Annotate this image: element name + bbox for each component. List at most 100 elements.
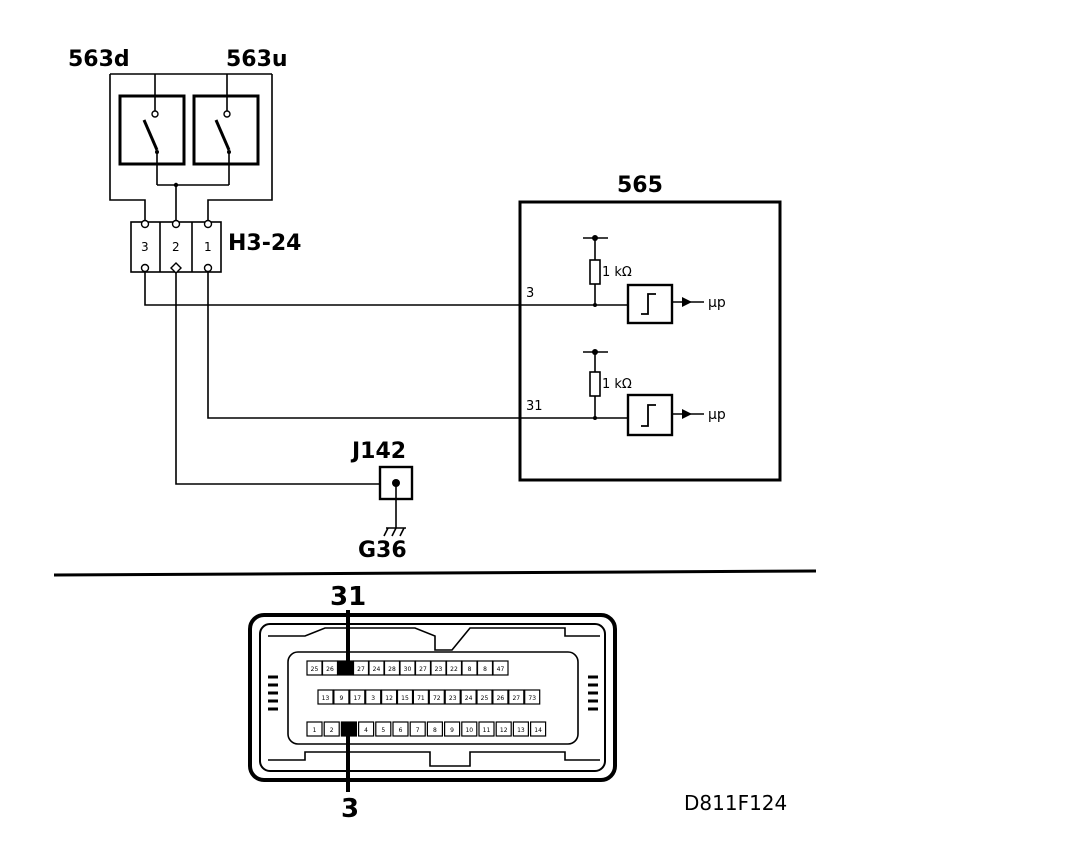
ecu-pin-number: 1 bbox=[313, 727, 317, 734]
switch-563u bbox=[192, 94, 260, 185]
ecu-pin-number: 28 bbox=[388, 666, 396, 673]
resistor-1-label: 1 kΩ bbox=[602, 265, 632, 280]
ecu-pin-number: 15 bbox=[401, 695, 409, 702]
section-divider bbox=[53, 569, 817, 577]
switch-563d bbox=[118, 94, 186, 185]
ecu-pin-number: 17 bbox=[353, 695, 361, 702]
output-1-label: µp bbox=[708, 295, 726, 311]
input-channel-31: 31 1 kΩ µp bbox=[526, 349, 726, 437]
ecu-pin-cavity bbox=[409, 721, 426, 737]
ecu-pin-cavity bbox=[323, 721, 340, 737]
ecu-pin-number: 71 bbox=[417, 695, 425, 702]
ecu-pin-number: 13 bbox=[517, 727, 525, 734]
figure-code: D811F124 bbox=[684, 791, 787, 815]
resistor-2-label: 1 kΩ bbox=[602, 377, 632, 392]
top-callout-31: 31 bbox=[330, 582, 366, 612]
ecu-pin-cavity bbox=[426, 721, 443, 737]
switch-pin3-wire bbox=[109, 74, 146, 222]
switch-pin1-wire bbox=[207, 74, 273, 222]
input-channel-3: 3 1 kΩ µp bbox=[526, 235, 726, 325]
ecu-pin-number: 5 bbox=[381, 727, 385, 734]
wire-pin1-to-565 bbox=[207, 272, 595, 419]
ecu-pin-number: 30 bbox=[404, 666, 412, 673]
ecu-pin-cavity bbox=[529, 721, 547, 737]
ecu-pin-number: 27 bbox=[357, 666, 365, 673]
ecu-pin-number: 12 bbox=[500, 727, 508, 734]
ecu-pin-cavity bbox=[349, 689, 366, 705]
ecu-pin-cavity bbox=[428, 689, 445, 705]
ecu-pin-number: 8 bbox=[483, 666, 487, 673]
output-2-label: µp bbox=[708, 407, 726, 423]
ecu-pin-cavity bbox=[478, 721, 495, 737]
ecu-pin-number: 23 bbox=[435, 666, 443, 673]
switch-up-label: 563u bbox=[226, 47, 288, 72]
ecu-pin-cavity bbox=[476, 689, 493, 705]
ecu-pin-cavity bbox=[444, 721, 461, 737]
connector-pin-1: 1 bbox=[204, 240, 212, 254]
switch-down-label: 563d bbox=[68, 47, 130, 72]
ecu-pin-cavity bbox=[317, 689, 334, 705]
ecu-pin-cavity bbox=[512, 721, 530, 737]
connector-h3-24: 3 2 1 bbox=[130, 219, 222, 274]
bottom-callout-3: 3 bbox=[341, 794, 359, 824]
ecu-pin-cavity bbox=[381, 689, 398, 705]
ecu-pin-number: 4 bbox=[364, 727, 368, 734]
ecu-pin-number: 8 bbox=[468, 666, 472, 673]
ecu-pin-cavity bbox=[508, 689, 525, 705]
ecu-pin-number: 23 bbox=[449, 695, 457, 702]
ecu-pin-number: 7 bbox=[416, 727, 420, 734]
ecu-pin-number: 10 bbox=[465, 727, 473, 734]
ecu-pin-number: 22 bbox=[450, 666, 458, 673]
connector-pin-2: 2 bbox=[172, 240, 180, 254]
input-pin-31-label: 31 bbox=[526, 399, 543, 414]
ecu-pin-number: 26 bbox=[326, 666, 334, 673]
ecu-pin-cavity bbox=[492, 689, 509, 705]
ground-point-label: G36 bbox=[358, 538, 407, 563]
ecu-pin-cavity bbox=[492, 660, 509, 676]
ecu-pin-cavity bbox=[396, 689, 414, 705]
ecu-pin-number: 2 bbox=[330, 727, 334, 734]
ecu-pin-cavity bbox=[460, 689, 477, 705]
module-565-box bbox=[518, 200, 782, 482]
wire-pin2-to-ground bbox=[175, 273, 380, 485]
ecu-pin-cavity bbox=[340, 721, 357, 737]
ecu-pin-cavity bbox=[412, 689, 429, 705]
ecu-pin-number: 9 bbox=[450, 727, 454, 734]
ecu-pin-number: 11 bbox=[483, 727, 491, 734]
ground-junction-j142 bbox=[378, 465, 414, 537]
ecu-pin-number: 27 bbox=[512, 695, 520, 702]
ecu-pin-cavity bbox=[365, 689, 382, 705]
ecu-pin-number: 26 bbox=[497, 695, 505, 702]
ecu-pin-cavity bbox=[337, 660, 354, 676]
ecu-pin-cavity bbox=[495, 721, 512, 737]
wire-pin3-to-565 bbox=[144, 272, 595, 306]
ecu-pin-cavity bbox=[375, 721, 392, 737]
input-pin-3-label: 3 bbox=[526, 286, 534, 301]
ecu-pin-cavity bbox=[392, 721, 409, 737]
ecu-pin-cavity bbox=[461, 721, 478, 737]
module-label: 565 bbox=[617, 173, 663, 198]
ecu-pin-cavity bbox=[333, 689, 350, 705]
ecu-pin-number: 14 bbox=[534, 727, 542, 734]
ecu-pin-number: 47 bbox=[497, 666, 505, 673]
ecu-pin-cavity bbox=[444, 689, 461, 705]
ecu-pin-number: 8 bbox=[433, 727, 437, 734]
ecu-pin-number: 73 bbox=[528, 695, 536, 702]
ecu-pin-cavity bbox=[306, 721, 323, 737]
ecu-pin-number: 25 bbox=[481, 695, 489, 702]
ecu-pin-cavity bbox=[524, 689, 541, 705]
ecu-pin-number: 27 bbox=[419, 666, 427, 673]
ecu-pin-number: 24 bbox=[465, 695, 473, 702]
ecu-pin-number: 13 bbox=[322, 695, 330, 702]
ecu-pin-number: 9 bbox=[339, 695, 343, 702]
ecu-pin-number: 25 bbox=[311, 666, 319, 673]
connector-label: H3-24 bbox=[228, 231, 301, 256]
ecu-pin-number: 3 bbox=[371, 695, 375, 702]
connector-pin-3: 3 bbox=[141, 240, 149, 254]
ground-junction-label: J142 bbox=[350, 439, 406, 464]
ecu-pin-number: 24 bbox=[373, 666, 381, 673]
ecu-pin-number: 12 bbox=[385, 695, 393, 702]
ecu-pin-number: 6 bbox=[399, 727, 403, 734]
